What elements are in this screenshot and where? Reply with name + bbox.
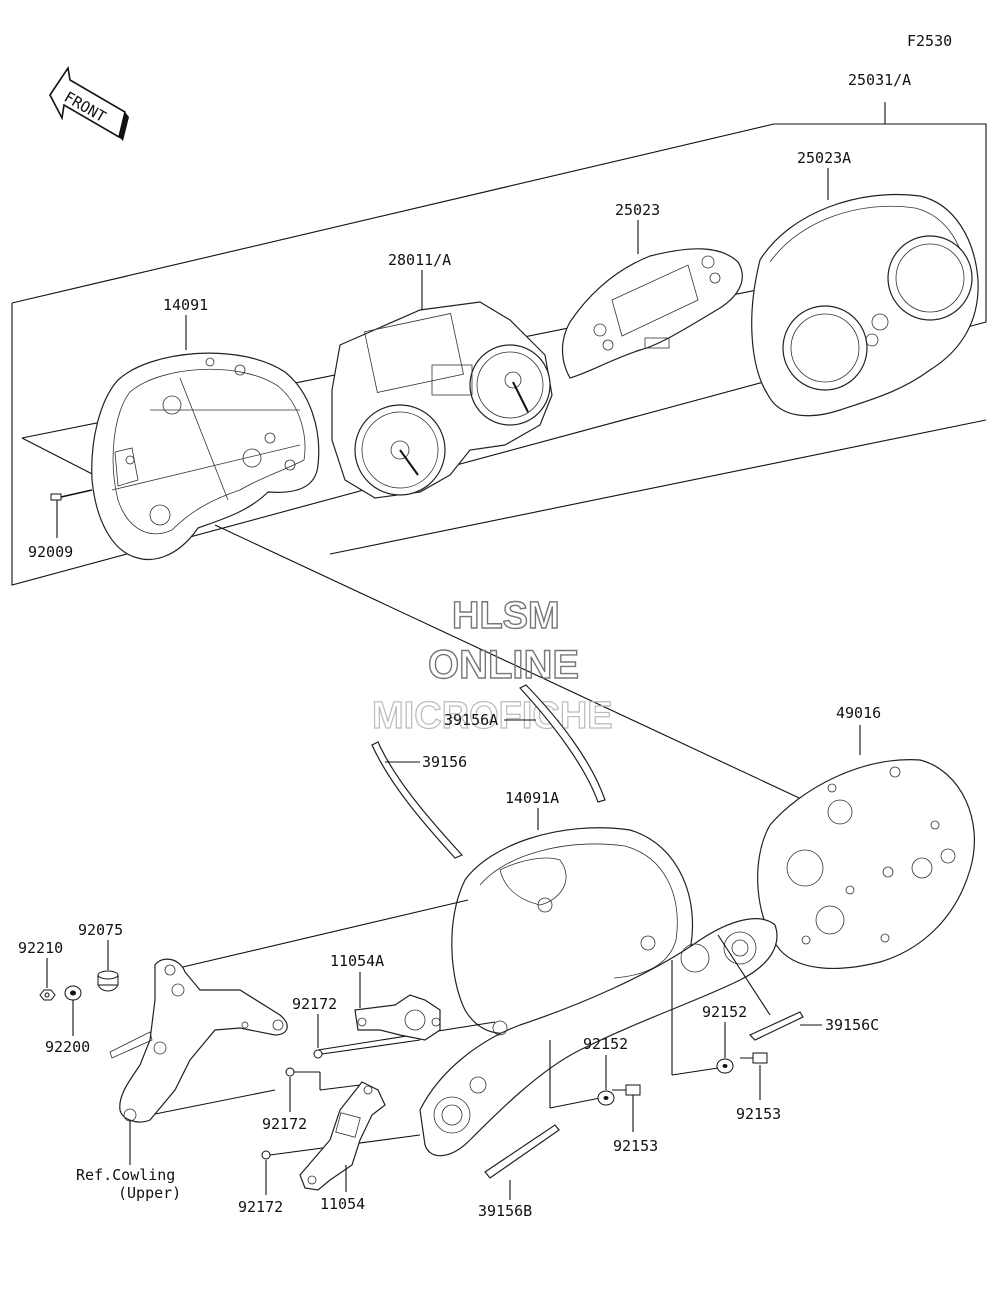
figure-code: F2530 <box>907 32 952 50</box>
seal-strips: 39156 39156A <box>371 684 606 859</box>
label-14091A: 14091A <box>505 789 559 807</box>
screw-92172-icon-1 <box>313 1049 323 1059</box>
label-92075: 92075 <box>78 921 123 939</box>
label-92172-a: 92172 <box>292 995 337 1013</box>
label-92153-b: 92153 <box>736 1105 781 1123</box>
lower-labels: 92075 92210 92200 92172 92172 92172 1105… <box>18 921 879 1220</box>
label-49016: 49016 <box>836 704 881 722</box>
watermark-line2: ONLINE <box>428 643 579 687</box>
label-92153-a: 92153 <box>613 1137 658 1155</box>
label-92172-c: 92172 <box>238 1198 283 1216</box>
cowling-bracket <box>109 958 288 1165</box>
label-14091: 14091 <box>163 296 208 314</box>
label-92009: 92009 <box>28 543 73 561</box>
housing-14091A: 14091A <box>419 789 778 1157</box>
ref-cowling-label: Ref.Cowling <box>76 1166 175 1184</box>
bracket-11054 <box>299 1081 386 1192</box>
washer-92152-icon-2 <box>716 1058 734 1074</box>
screw-92009-icon <box>50 489 93 501</box>
label-39156B: 39156B <box>478 1202 532 1220</box>
screw-92153-icon-2 <box>740 1052 768 1064</box>
rear-case-14091 <box>91 352 320 561</box>
hardware <box>39 940 768 1195</box>
washer-92200-icon <box>64 985 82 1001</box>
label-25031A: 25031/A <box>848 71 911 89</box>
gasket-plate-49016: 49016 <box>757 704 975 969</box>
label-25023: 25023 <box>615 201 660 219</box>
lens-cover-25023 <box>561 248 743 379</box>
seals-b-c <box>484 1011 822 1200</box>
label-11054A: 11054A <box>330 952 384 970</box>
front-arrow-icon: FRONT <box>49 65 129 141</box>
assembly-leader-line <box>214 524 873 833</box>
label-92200: 92200 <box>45 1038 90 1056</box>
label-92172-b: 92172 <box>262 1115 307 1133</box>
label-11054: 11054 <box>320 1195 365 1213</box>
label-39156C: 39156C <box>825 1016 879 1034</box>
washer-92152-icon-1 <box>597 1090 615 1106</box>
screw-92172-icon-2 <box>285 1067 295 1077</box>
screw-92153-icon-1 <box>612 1084 641 1096</box>
label-28011A: 28011/A <box>388 251 451 269</box>
watermark-line3: MICROFICHE <box>372 695 613 737</box>
ref-upper-label: (Upper) <box>118 1184 181 1202</box>
label-92210: 92210 <box>18 939 63 957</box>
grommet-92075-icon <box>97 970 119 992</box>
upper-labels: 25031/A 25023A 25023 28011/A 14091 92009 <box>28 71 911 561</box>
label-39156: 39156 <box>422 753 467 771</box>
nut-92210-icon <box>39 989 56 1001</box>
label-92152-b: 92152 <box>702 1003 747 1021</box>
label-39156A: 39156A <box>444 711 498 729</box>
outer-cover-25023A <box>751 193 979 417</box>
bracket-11054A: 11054A <box>330 952 441 1041</box>
label-25023A: 25023A <box>797 149 851 167</box>
screw-92172-icon-3 <box>261 1150 271 1160</box>
label-92152-a: 92152 <box>583 1035 628 1053</box>
watermark-line1: HLSM <box>452 595 560 637</box>
meter-unit-28011A <box>331 301 553 499</box>
watermark: HLSM ONLINE MICROFICHE <box>371 594 613 737</box>
